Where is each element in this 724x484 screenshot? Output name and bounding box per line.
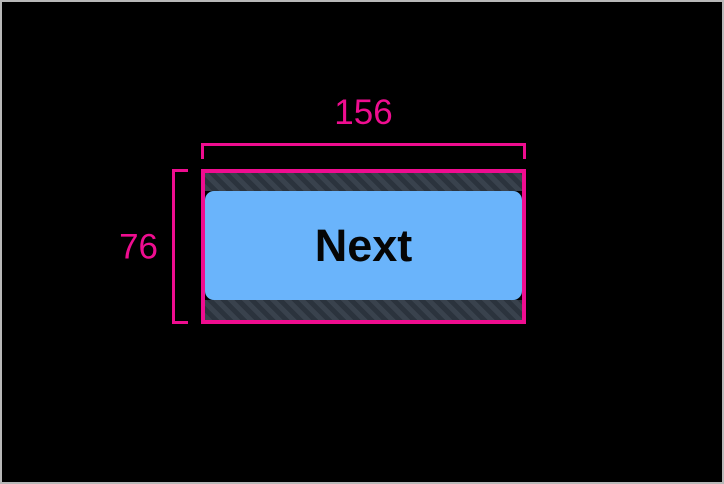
width-dimension-value: 156	[334, 93, 393, 132]
next-button-label: Next	[314, 220, 413, 271]
next-button[interactable]: Next	[205, 191, 522, 300]
height-dimension-value: 76	[119, 227, 158, 266]
height-dimension-annotation: 76	[119, 169, 188, 324]
height-dimension-bracket	[172, 169, 188, 324]
padding-band-top	[205, 173, 522, 191]
width-dimension-bracket	[201, 143, 526, 159]
padding-band-bottom	[205, 300, 522, 320]
width-dimension-annotation: 156	[201, 95, 526, 161]
measured-element-highlight[interactable]: Next	[201, 169, 526, 324]
